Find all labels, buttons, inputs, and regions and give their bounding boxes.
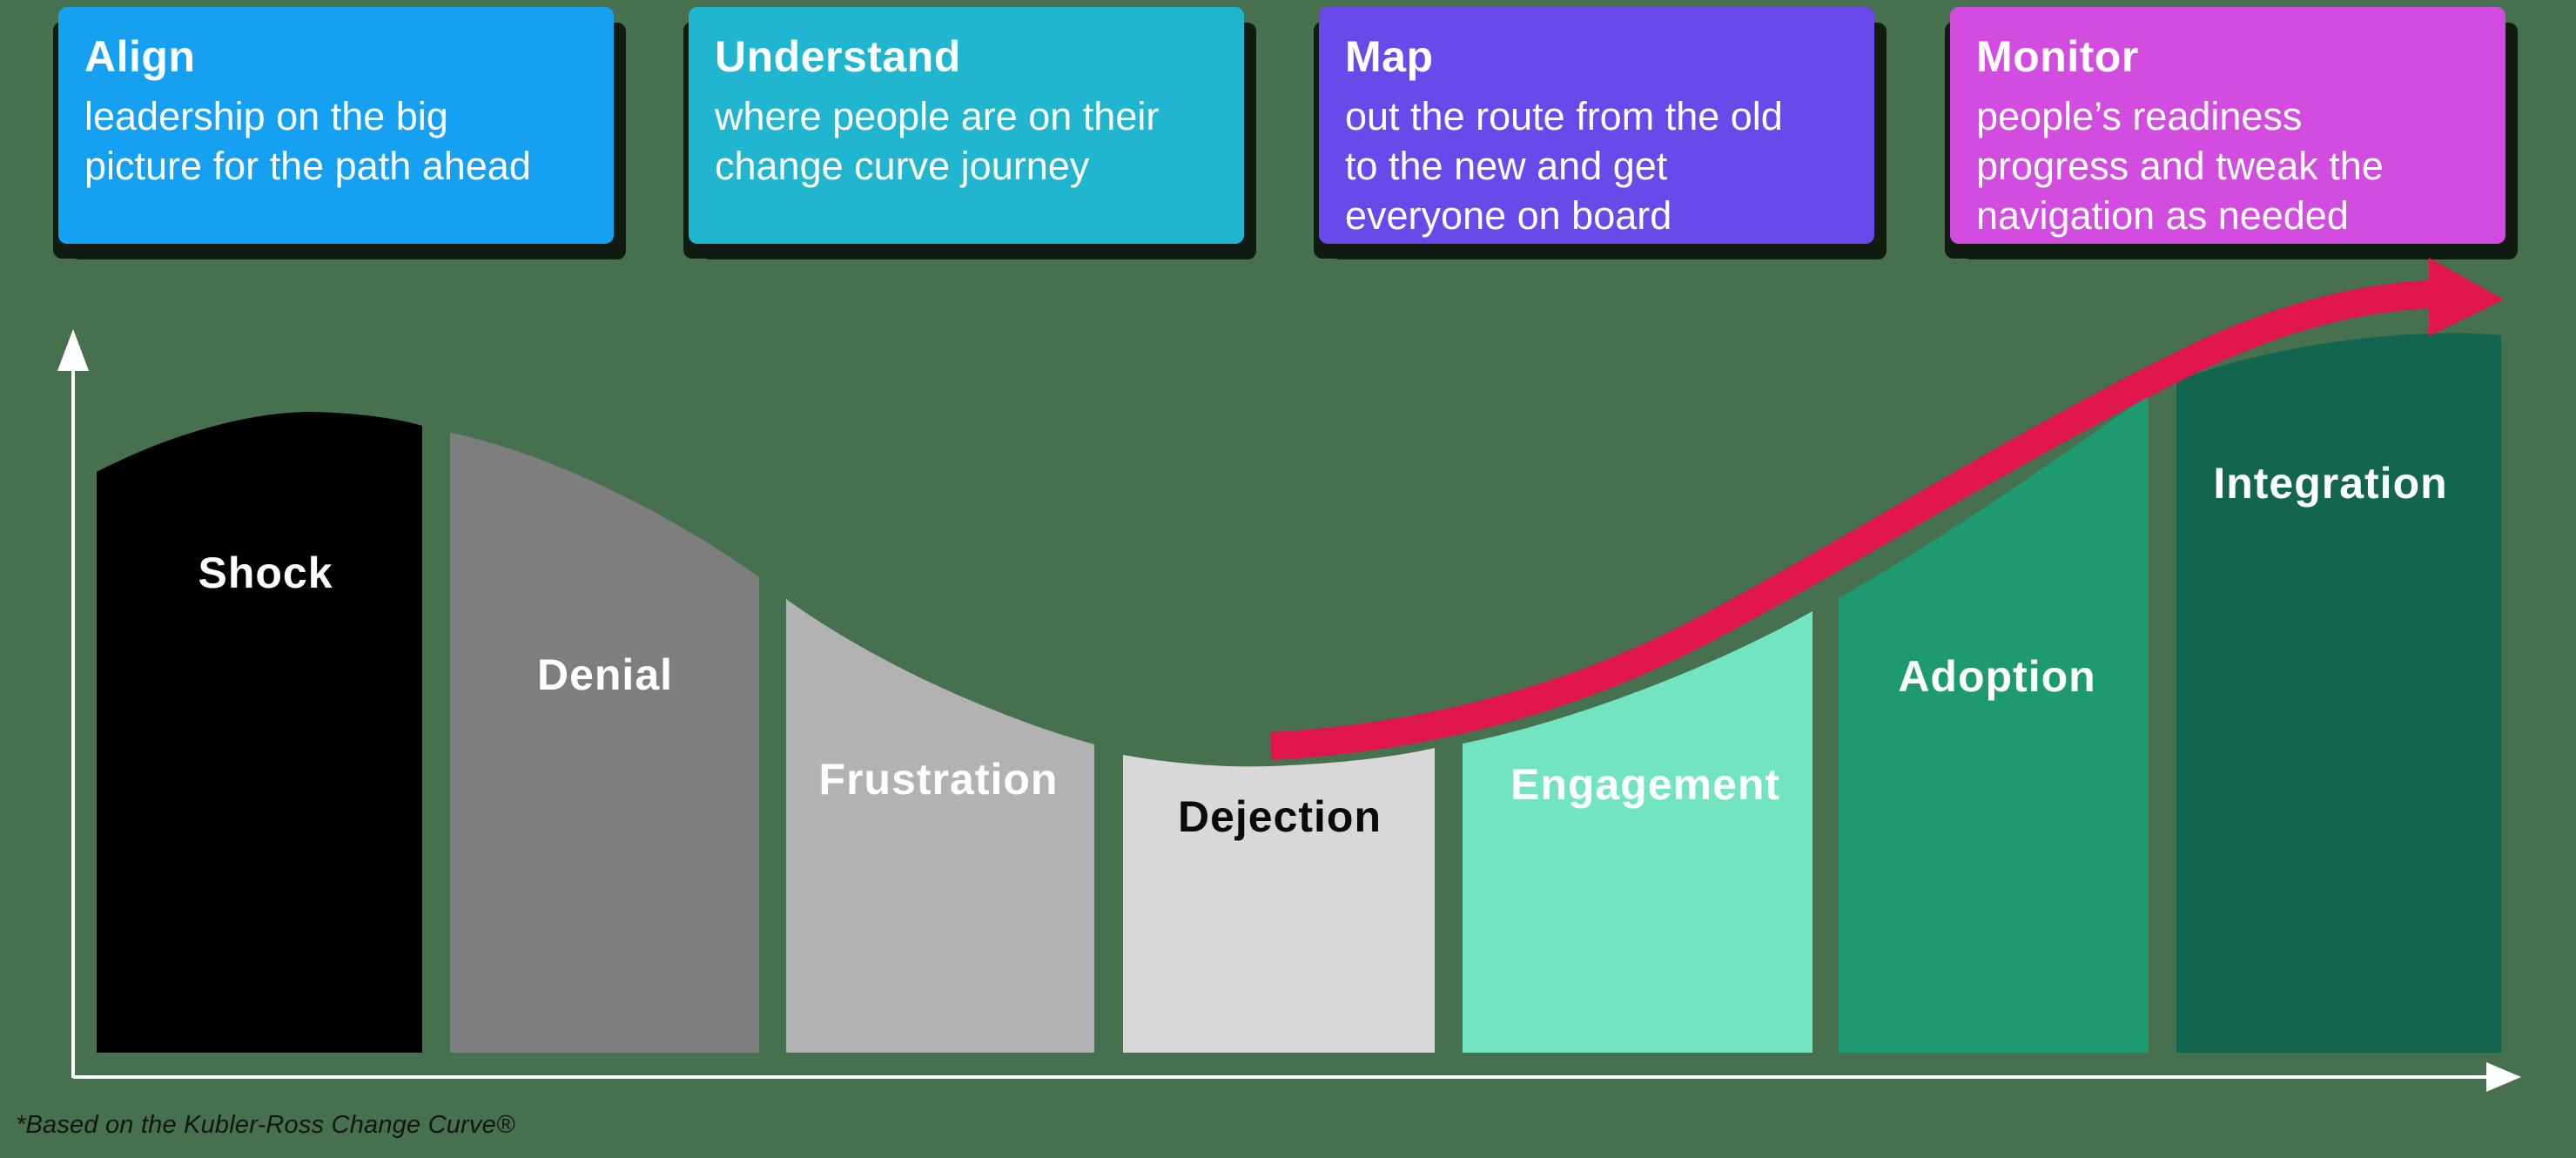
stage-label-integration: Integration	[2213, 459, 2447, 508]
stage-frustration	[786, 599, 1094, 1053]
stage-shock	[97, 412, 422, 1053]
callout-monitor-title: Monitor	[1976, 32, 2139, 81]
stage-label-denial: Denial	[537, 650, 673, 699]
callout-align-title: Align	[84, 32, 196, 81]
callout-understand-title: Understand	[715, 32, 961, 81]
stage-integration	[2176, 333, 2501, 1054]
stage-label-frustration: Frustration	[819, 755, 1059, 804]
callout-monitor-card: Monitor people’s readiness progress and …	[1950, 7, 2505, 244]
callout-map-body: out the route from the old to the new an…	[1345, 93, 1783, 238]
callout-map-title: Map	[1345, 32, 1434, 81]
footnote: *Based on the Kubler-Ross Change Curve®	[16, 1111, 515, 1139]
x-axis-arrowhead-icon	[2486, 1062, 2521, 1092]
callout-map-card: Map out the route from the old to the ne…	[1319, 7, 1874, 244]
stage-denial	[450, 433, 759, 1053]
stage-adoption	[1839, 394, 2149, 1053]
stage-label-adoption: Adoption	[1898, 652, 2095, 701]
stage-label-engagement: Engagement	[1510, 760, 1780, 809]
callout-understand-body: where people are on their change curve j…	[715, 93, 1160, 188]
callout-align-card: Align leadership on the big picture for …	[58, 7, 614, 244]
y-axis-arrowhead-icon	[57, 329, 89, 371]
stage-dejection	[1123, 748, 1435, 1053]
callout-align-body: leadership on the big picture for the pa…	[84, 93, 531, 188]
journey-arrow-curve	[1270, 280, 2430, 760]
callout-understand-card: Understand where people are on their cha…	[689, 7, 1244, 244]
callout-monitor-body: people’s readiness progress and tweak th…	[1976, 93, 2384, 238]
journey-arrowhead-icon	[2429, 258, 2504, 336]
stage-label-shock: Shock	[198, 549, 333, 597]
stage-label-dejection: Dejection	[1178, 792, 1382, 841]
stage-engagement	[1463, 611, 1813, 1053]
